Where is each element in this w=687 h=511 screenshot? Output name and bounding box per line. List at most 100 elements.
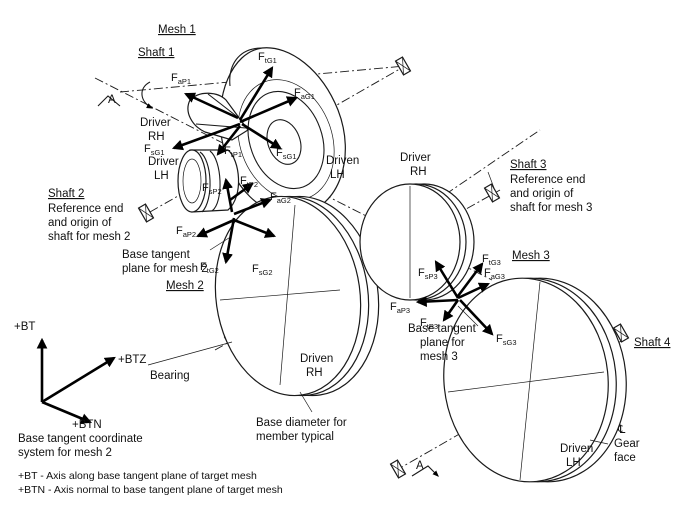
note-btp-mesh3-3: mesh 3 [420, 351, 458, 363]
arrow-ftg3 [456, 262, 484, 297]
label-driver-lh-1-line1: Driver [148, 156, 179, 168]
force-ftp2: FtP2 [240, 175, 258, 189]
arrow-fap1 [184, 92, 239, 120]
driver-bevel-pinion-rh [187, 92, 249, 141]
force-fsg2: FsG2 [252, 263, 273, 277]
coord-btn-label: +BTN [72, 419, 102, 431]
arrow-fsp3 [434, 260, 460, 299]
note-ref-mesh3-2: and origin of [510, 188, 574, 200]
shaft-4-label: Shaft 4 [634, 337, 671, 349]
shaft-2-label: Shaft 2 [48, 188, 84, 200]
note-base-dia-1: Base diameter for [256, 417, 347, 429]
mesh-2-label: Mesh 2 [166, 280, 204, 292]
legend-line-2: +BTN - Axis normal to base tangent plane… [18, 484, 283, 496]
mesh-3-label: Mesh 3 [512, 250, 550, 262]
bearing-shaft-3-ref [483, 183, 501, 203]
shaft-2-centerline [149, 65, 406, 213]
force-ftp1: FtP1 [224, 145, 242, 159]
label-driven-lh-1-line1: Driven [326, 155, 359, 167]
force-fsp3: FsP3 [418, 267, 438, 281]
note-btp-mesh2-2: plane for mesh 2 [122, 263, 208, 275]
labels: Mesh 1 Mesh 2 Mesh 3 Shaft 1 Shaft 2 Sha… [14, 24, 671, 496]
shaft-1-label: Shaft 1 [138, 47, 174, 59]
mesh-1-label: Mesh 1 [158, 24, 196, 36]
coordinate-system [36, 337, 116, 424]
section-a-top-label: A [108, 94, 116, 106]
label-driven-rh-2-line1: Driven [300, 353, 333, 365]
label-driven-lh-4-line1: Driven [560, 443, 593, 455]
label-driven-lh-1-line2: LH [330, 169, 345, 181]
bearing-shaft-4 [612, 323, 630, 343]
bearing-shaft-4-end [389, 459, 407, 479]
force-fap2: FaP2 [176, 225, 196, 239]
arrow-fsg1-right [241, 122, 282, 150]
driver-spur-gear-rh-shaft-3 [359, 183, 475, 301]
coord-caption-2: system for mesh 2 [18, 447, 112, 459]
note-ref-mesh2-1: Reference end [48, 203, 123, 215]
arrow-fsg2 [233, 218, 277, 238]
note-ref-mesh3-1: Reference end [510, 174, 585, 186]
force-ftp3: FtP3 [420, 317, 438, 331]
centerline-symbol: ℄ [617, 424, 626, 436]
force-ftg3: FtG3 [482, 253, 501, 267]
force-fag2: FaG2 [270, 191, 291, 205]
note-ref-mesh2-3: shaft for mesh 2 [48, 231, 130, 243]
force-fsg3: FsG3 [496, 333, 517, 347]
label-driver-rh-1-line1: Driver [140, 117, 171, 129]
force-fsp2: FsP2 [202, 182, 222, 196]
bearing-shaft-2-ref [137, 203, 155, 223]
arrow-ftp1 [216, 125, 242, 156]
arrow-fap2 [196, 218, 235, 238]
arrow-ftg1 [238, 66, 274, 121]
section-a-bottom-label: A [416, 460, 424, 472]
shaft-3-label: Shaft 3 [510, 159, 546, 171]
note-gear-face-2: face [614, 452, 636, 464]
section-a-top-marker [97, 95, 121, 107]
note-ref-mesh3-3: shaft for mesh 3 [510, 202, 592, 214]
label-driver-lh-1-line2: LH [154, 170, 169, 182]
label-driven-lh-4-line2: LH [566, 457, 581, 469]
note-bearing: Bearing [150, 370, 190, 382]
arrow-ftp2 [229, 182, 254, 202]
note-btp-mesh3-2: plane for [420, 337, 465, 349]
arrow-ftg2 [222, 217, 236, 265]
force-ftg1: FtG1 [258, 51, 277, 65]
bearing-shaft-1-end [394, 56, 412, 76]
note-btp-mesh3-1: Base tangent [408, 323, 477, 335]
label-driven-rh-2-line2: RH [306, 367, 323, 379]
force-fsg1-left: FsG1 [144, 143, 165, 157]
force-fap1: FaP1 [171, 72, 191, 86]
arrow-ftp3 [442, 299, 460, 322]
force-fap3: FaP3 [390, 301, 410, 315]
arrow-fag1 [239, 96, 299, 124]
arrow-fap3 [415, 296, 459, 308]
coord-bt-label: +BT [14, 321, 35, 333]
driven-spur-gear-rh [214, 195, 380, 397]
note-ref-mesh2-2: and origin of [48, 217, 112, 229]
note-base-dia-2: member typical [256, 431, 334, 443]
label-driver-rh-3-line1: Driver [400, 152, 431, 164]
force-arrows [171, 66, 494, 336]
coord-caption-1: Base tangent coordinate [18, 433, 143, 445]
arrow-fsg1-left [171, 122, 241, 151]
note-btp-mesh2-1: Base tangent [122, 249, 191, 261]
coord-btz-label: +BTZ [118, 354, 146, 366]
label-driver-rh-3-line2: RH [410, 166, 427, 178]
legend-line-1: +BT - Axis along base tangent plane of t… [18, 470, 257, 482]
leader-lines [147, 171, 609, 445]
label-driver-rh-1-line2: RH [148, 131, 165, 143]
driver-pinion-lh [177, 149, 240, 213]
force-ftg2: FtG2 [200, 261, 219, 275]
force-fag1: FaG1 [294, 87, 315, 101]
force-fag3: FaG3 [484, 267, 505, 281]
section-a-bottom-marker [411, 465, 439, 477]
note-gear-face-1: Gear [614, 438, 640, 450]
arrow-fag2 [233, 198, 273, 216]
force-fsg1-right: FsG1 [276, 147, 297, 161]
arrow-fsp2 [222, 177, 234, 213]
arrow-fsg3 [459, 299, 494, 336]
arrow-fag3 [457, 282, 490, 300]
rotation-arrow-icon [141, 81, 154, 109]
